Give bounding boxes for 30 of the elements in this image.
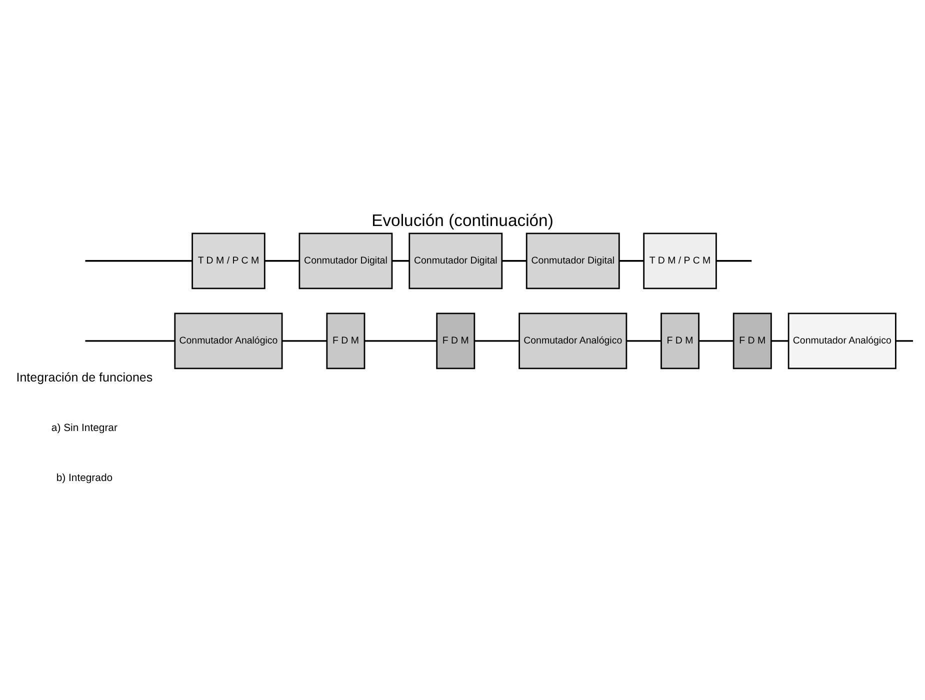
node-box: Conmutador Digital xyxy=(526,232,620,289)
node-box: Conmutador Analógico xyxy=(174,312,283,369)
node-box: Conmutador Analógico xyxy=(788,312,896,369)
connector xyxy=(716,260,752,262)
connector xyxy=(896,340,914,342)
label: a) Sin Integrar xyxy=(51,422,118,434)
connector xyxy=(474,340,520,342)
label: b) Integrado xyxy=(56,472,113,484)
label: Integración de funciones xyxy=(16,370,153,384)
diagram-title: Evolución (continuación) xyxy=(372,210,554,230)
connector xyxy=(85,260,192,262)
connector xyxy=(264,260,300,262)
node-box: F D M xyxy=(660,312,700,369)
connector xyxy=(502,260,527,262)
connector xyxy=(364,340,437,342)
connector xyxy=(698,340,734,342)
node-box: Conmutador Analógico xyxy=(518,312,628,369)
node-box: Conmutador Digital xyxy=(298,232,393,289)
connector xyxy=(85,340,175,342)
connector xyxy=(771,340,788,342)
node-box: F D M xyxy=(326,312,366,369)
connector xyxy=(619,260,644,262)
connector xyxy=(282,340,327,342)
connector xyxy=(626,340,662,342)
node-box: Conmutador Digital xyxy=(408,232,503,289)
connector xyxy=(392,260,410,262)
node-box: F D M xyxy=(436,312,476,369)
node-box: T D M / P C M xyxy=(192,232,266,289)
node-box: T D M / P C M xyxy=(643,232,717,289)
node-box: F D M xyxy=(732,312,772,369)
